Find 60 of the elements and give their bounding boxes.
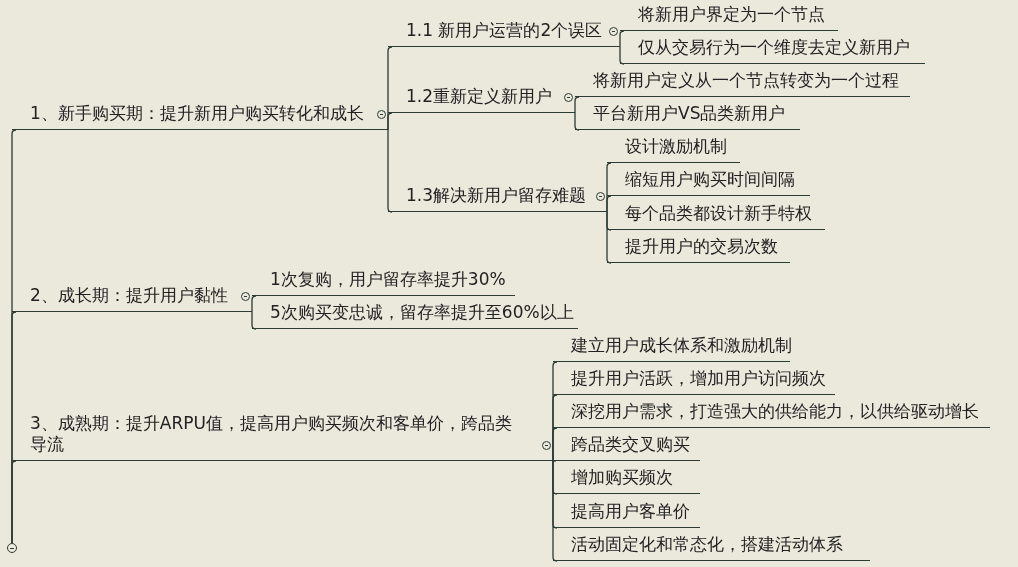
branch-line (552, 460, 557, 462)
topic-node (620, 5, 838, 31)
branch-line (574, 96, 580, 114)
branch-line (387, 129, 393, 213)
topic-text: 1.2重新定义新用户 (406, 86, 553, 107)
topic-node (388, 21, 620, 47)
topic-node (553, 336, 790, 362)
topic-text: 1.3解决新用户留存难题 (406, 185, 587, 206)
topic-node (252, 270, 515, 296)
branch-line (619, 46, 625, 65)
branch-line (552, 427, 558, 462)
topic-text: 提升用户活跃，增加用户访问频次 (571, 368, 826, 389)
topic-text: 建立用户成长体系和激励机制 (571, 335, 792, 356)
topic-text: 平台新用户VS品类新用户 (593, 103, 786, 124)
branch-line (11, 460, 17, 544)
topic-node (12, 286, 252, 312)
topic-text: 设计激励机制 (625, 136, 727, 157)
topic-text: 1次复购，用户留存率提升30% (270, 269, 506, 290)
topic-text: 3、成熟期：提升ARPU值，提高用户购买频次和客单价，跨品类导流 (30, 413, 513, 455)
branch-line (552, 460, 558, 562)
topic-node (388, 87, 575, 113)
topic-node (553, 468, 700, 494)
branch-line (251, 311, 257, 330)
topic-text: 5次购买变忠诚，留存率提升至60%以上 (270, 302, 574, 323)
topic-text: 每个品类都设计新手特权 (625, 203, 812, 224)
topic-node (553, 369, 835, 395)
topic-node (388, 186, 607, 212)
topic-node (575, 104, 800, 130)
topic-node (607, 237, 790, 263)
topic-text: 1.1 新用户运营的2个误区 (406, 20, 603, 41)
branch-line (574, 112, 580, 131)
branch-line (387, 112, 393, 131)
branch-line (606, 211, 612, 264)
topic-text: 提升用户的交易次数 (625, 236, 778, 257)
branch-line (251, 295, 257, 313)
topic-text: 仅从交易行为一个维度去定义新用户 (638, 37, 910, 58)
topic-text: 增加购买频次 (571, 467, 673, 488)
topic-node (12, 104, 388, 130)
topic-text: 1、新手购买期：提升新用户购买转化和成长 (30, 103, 364, 124)
branch-line (619, 30, 625, 48)
topic-node (553, 402, 990, 428)
root-circle (7, 543, 17, 553)
topic-node (252, 303, 578, 329)
topic-node (553, 502, 700, 528)
topic-text: 2、成长期：提升用户黏性 (30, 285, 228, 306)
topic-node (607, 137, 740, 163)
topic-text: 将新用户界定为一个节点 (638, 4, 825, 25)
topic-node (620, 38, 925, 64)
topic-node (575, 71, 910, 97)
branch-line (606, 195, 612, 213)
topic-node (553, 535, 870, 561)
topic-node (607, 204, 825, 230)
topic-text: 提高用户客单价 (571, 501, 690, 522)
topic-node (607, 170, 810, 196)
topic-text: 将新用户定义从一个节点转变为一个过程 (593, 70, 899, 91)
topic-text: 活动固定化和常态化，搭建活动体系 (571, 534, 843, 555)
topic-text: 深挖用户需求，打造强大的供给能力，以供给驱动增长 (571, 401, 979, 422)
topic-text: 跨品类交叉购买 (571, 434, 690, 455)
topic-node (553, 435, 700, 461)
topic-text: 缩短用户购买时间间隔 (625, 169, 795, 190)
